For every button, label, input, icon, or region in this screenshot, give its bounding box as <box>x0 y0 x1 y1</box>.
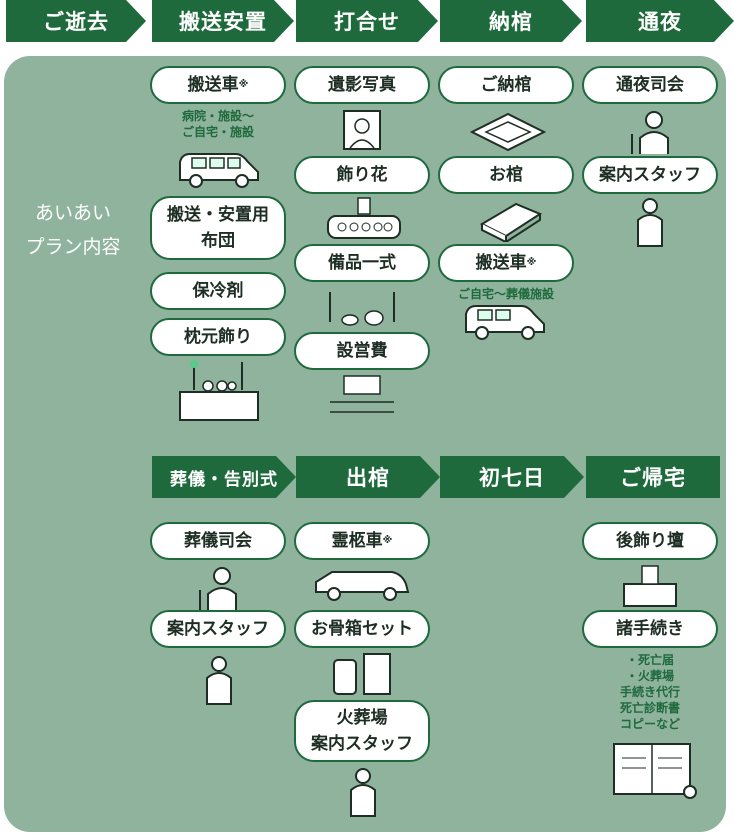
step-5: 通夜 <box>586 0 734 42</box>
step-9: ご帰宅 <box>586 456 720 498</box>
coffin-pill: お棺 <box>438 156 574 194</box>
encoffin-pill: ご納棺 <box>438 66 574 104</box>
vigil-host-pill: 通夜司会 <box>582 66 718 104</box>
host-person2-icon <box>199 567 237 610</box>
step-6: 葬儀・告別式 <box>152 456 296 498</box>
transport-car2-pill: 搬送車※ <box>438 244 574 282</box>
guide-staff2-pill: 案内スタッフ <box>150 610 286 648</box>
bowing-staff-icon <box>637 198 663 247</box>
pillow-altar-icon <box>179 360 259 421</box>
asterisk2: ※ <box>526 257 537 268</box>
transport-car-label: 搬送車 <box>187 75 239 95</box>
crematory-staff-pill: 火葬場 案内スタッフ <box>294 700 430 762</box>
transport-note: 病院・施設〜 ご自宅・施設 <box>181 109 254 139</box>
portrait-pill: 遺影写真 <box>294 66 430 104</box>
urn-box-icon <box>333 653 391 695</box>
futon-pill: 搬送・安置用 布団 <box>150 196 286 260</box>
candle-set-icon <box>329 292 395 326</box>
pillow-decor-pill: 枕元飾り <box>150 318 286 356</box>
documents-icon <box>613 743 697 799</box>
hearse-icon <box>315 571 410 601</box>
step-3: 打合せ <box>296 0 438 42</box>
step-8: 初七日 <box>440 456 584 498</box>
transport-car2-label: 搬送車 <box>475 253 527 273</box>
step-7: 出棺 <box>296 456 440 498</box>
bowing-staff2-icon <box>206 656 232 705</box>
funeral-host-pill: 葬儀司会 <box>150 522 286 560</box>
hearse-label: 霊柩車 <box>331 531 383 551</box>
flower-altar-icon <box>327 197 401 239</box>
procedures-pill: 諸手続き <box>582 610 718 648</box>
coffin-icon <box>479 202 543 242</box>
van-icon <box>179 153 259 188</box>
guide-staff-pill: 案内スタッフ <box>582 156 718 194</box>
transport-car-pill: 搬送車※ <box>150 66 286 104</box>
asterisk3: ※ <box>382 535 393 546</box>
encoffin-icon <box>469 112 547 152</box>
home-altar-icon <box>623 565 677 607</box>
supplies-pill: 備品一式 <box>294 244 430 282</box>
hearse-pill: 霊柩車※ <box>294 522 430 560</box>
altar-pill: 後飾り壇 <box>582 522 718 560</box>
plan-label: あいあい プラン内容 <box>25 202 121 258</box>
transport-note2: ご自宅〜葬儀施設 <box>457 287 554 301</box>
bowing-staff3-icon <box>350 768 376 817</box>
flowers-pill: 飾り花 <box>294 156 430 194</box>
van2-icon <box>465 305 545 340</box>
hall-setup-icon <box>330 375 394 413</box>
step-2: 搬送安置 <box>152 0 294 42</box>
host-person-icon <box>631 111 669 154</box>
asterisk: ※ <box>238 79 249 90</box>
setup-fee-pill: 設営費 <box>294 332 430 370</box>
portrait-frame-icon <box>343 110 381 150</box>
procedures-note: ・死亡届 ・火葬場 手続き代行 死亡診断書 コピーなど <box>619 653 680 731</box>
urn-set-pill: お骨箱セット <box>294 610 430 648</box>
step-4: 納棺 <box>440 0 582 42</box>
step-1: ご逝去 <box>6 0 146 42</box>
cooling-pill: 保冷剤 <box>150 272 286 310</box>
